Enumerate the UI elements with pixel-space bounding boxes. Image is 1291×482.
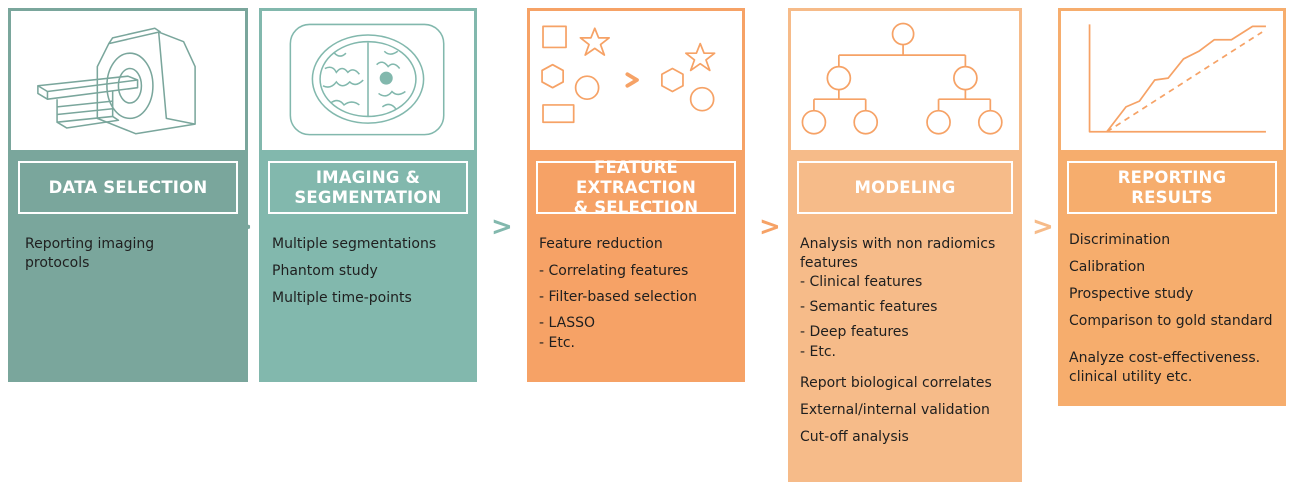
stage-panel: IMAGING & SEGMENTATION Multiple segmenta… xyxy=(259,153,477,382)
stage-items: Discrimination Calibration Prospective s… xyxy=(1069,231,1284,387)
stage-title: DATA SELECTION xyxy=(18,161,238,214)
stage-title: REPORTING RESULTS xyxy=(1067,161,1277,214)
list-item: - Filter-based selection xyxy=(539,289,697,305)
list-item: Discrimination xyxy=(1069,232,1171,248)
stage-items: Reporting imaging protocols xyxy=(25,235,240,273)
list-item: Reporting imaging protocols xyxy=(25,236,155,271)
decision-tree-illustration xyxy=(788,8,1022,153)
stage-title: MODELING xyxy=(797,161,1013,214)
list-item: Comparison to gold standard xyxy=(1069,313,1273,329)
list-item: Report biological correlates xyxy=(800,375,992,391)
stage-panel: REPORTING RESULTS Discrimination Calibra… xyxy=(1058,153,1286,406)
list-item: - Etc. xyxy=(800,344,836,360)
stage-items: Multiple segmentations Phantom study Mul… xyxy=(272,235,477,308)
decision-tree-icon xyxy=(801,22,1003,135)
list-item: Analyze cost-effectiveness. clinical uti… xyxy=(1069,350,1261,385)
brain-scan-icon xyxy=(289,23,445,136)
list-item: - Correlating features xyxy=(539,263,689,279)
arrow-chevron-icon: > xyxy=(759,212,781,242)
list-item: - Semantic features xyxy=(800,299,938,315)
arrow-chevron-icon: > xyxy=(231,212,253,242)
stage-panel: DATA SELECTION Reporting imaging protoco… xyxy=(8,153,248,382)
list-item: - Deep features xyxy=(800,324,909,340)
shapes-selection-illustration xyxy=(527,8,745,153)
list-item: Multiple time-points xyxy=(272,290,412,306)
stage-panel: MODELING Analysis with non radiomics fea… xyxy=(788,153,1022,482)
arrow-chevron-icon: > xyxy=(491,212,513,242)
stage-title: IMAGING & SEGMENTATION xyxy=(268,161,468,214)
arrow-chevron-icon: > xyxy=(1032,212,1054,242)
list-item: Calibration xyxy=(1069,259,1146,275)
list-item: Prospective study xyxy=(1069,286,1194,302)
brain-scan-illustration xyxy=(259,8,477,153)
list-item: Multiple segmentations xyxy=(272,236,437,252)
performance-curve-illustration xyxy=(1058,8,1286,153)
stage-items: Analysis with non radiomics features - C… xyxy=(800,235,1022,447)
shapes-selection-icon xyxy=(541,25,716,124)
performance-curve-icon xyxy=(1088,24,1266,133)
stage-items: Feature reduction - Correlating features… xyxy=(539,235,744,353)
stage-title: FEATURE EXTRACTION & SELECTION xyxy=(536,158,736,217)
mri-scanner-illustration xyxy=(8,8,248,153)
list-item: External/internal validation xyxy=(800,402,990,418)
stage-panel: FEATURE EXTRACTION & SELECTION Feature r… xyxy=(527,153,745,382)
list-item: - Clinical features xyxy=(800,274,923,290)
list-item: - Etc. xyxy=(539,335,575,351)
list-item: Cut-off analysis xyxy=(800,429,909,445)
list-item: - LASSO xyxy=(539,315,595,331)
list-item: Phantom study xyxy=(272,263,378,279)
mri-scanner-icon xyxy=(37,27,196,135)
list-item: Analysis with non radiomics features xyxy=(800,236,996,271)
list-item: Feature reduction xyxy=(539,236,663,252)
